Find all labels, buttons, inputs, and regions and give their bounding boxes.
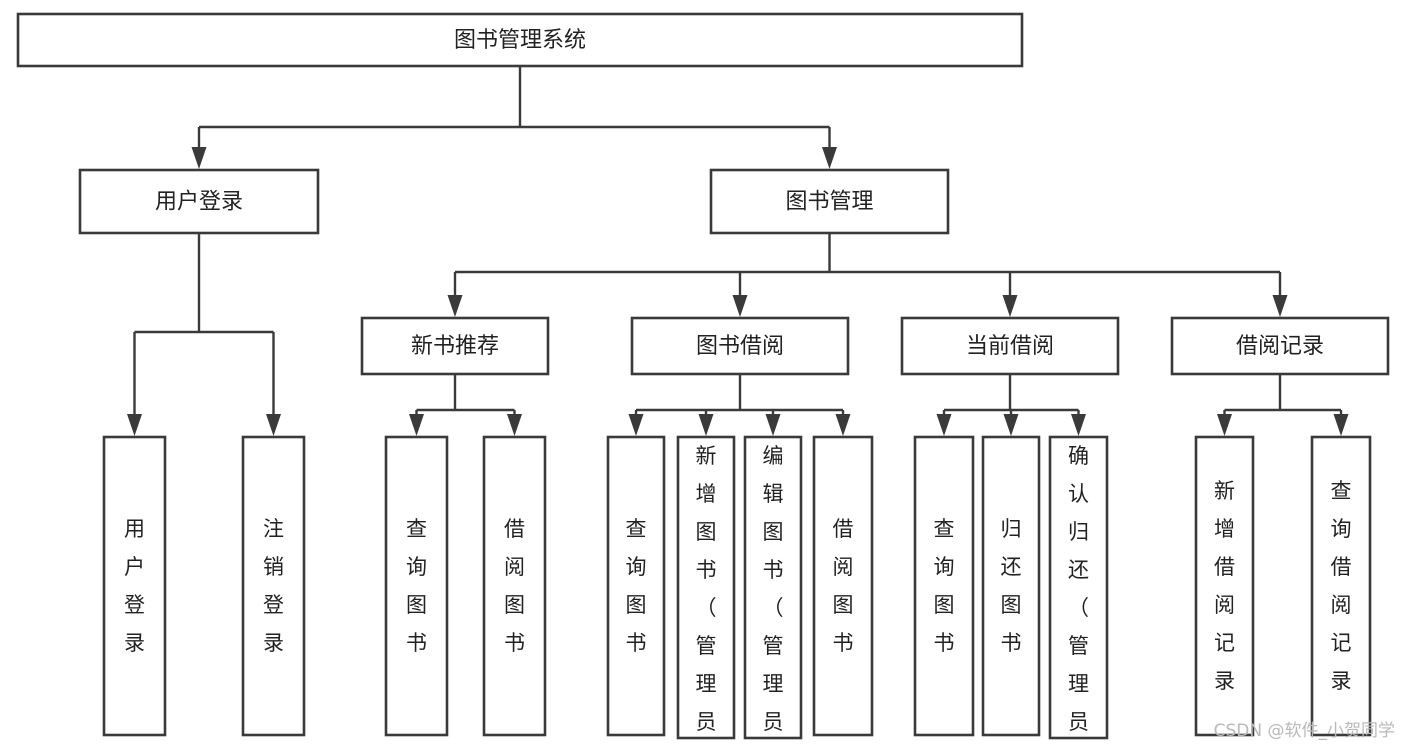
node-leaf-user-login[interactable]: 用户登录 [102,435,167,737]
node-label: 编辑图书（管理员） [763,444,784,747]
node-label: 图书借阅 [696,334,784,359]
arrow-head-icon [765,414,781,436]
arrow-head-icon [1071,414,1086,436]
node-label: 用户登录 [155,190,243,215]
node-box [812,435,874,737]
node-box [913,435,975,737]
node-leaf-confirm-return[interactable]: 确认归还（管理员） [1048,435,1109,747]
node-borrow-record[interactable]: 借阅记录 [1170,316,1390,376]
node-book-borrow[interactable]: 图书借阅 [630,316,850,376]
node-box [1194,435,1255,737]
node-label: 查询借阅记录 [1331,479,1352,693]
arrow-head-icon [1002,295,1018,317]
node-user-login[interactable]: 用户登录 [78,168,320,235]
node-leaf-query-record[interactable]: 查询借阅记录 [1310,435,1372,737]
node-box [102,435,167,737]
node-root[interactable]: 图书管理系统 [16,12,1024,68]
node-label: 借阅记录 [1236,334,1324,359]
node-label: 新书推荐 [411,334,499,359]
node-box [16,12,1024,68]
node-box [1048,435,1109,740]
node-label: 确认归还（管理员） [1068,444,1089,747]
node-label: 注销登录 [263,517,284,655]
node-label: 借阅图书 [504,517,525,655]
arrow-head-icon [1217,414,1232,436]
node-leaf-borrow-book-1[interactable]: 借阅图书 [482,435,547,737]
arrow-head-icon [1333,414,1349,436]
arrow-head-icon [1272,295,1288,317]
node-label: 图书管理系统 [454,28,586,53]
node-leaf-query-book-3[interactable]: 查询图书 [913,435,975,737]
node-label: 借阅图书 [833,517,854,655]
arrow-head-icon [1003,414,1019,436]
node-new-book-recommend[interactable]: 新书推荐 [360,316,550,376]
node-leaf-query-book-2[interactable]: 查询图书 [606,435,666,737]
csdn-watermark: CSDN @软件_小贺同学 [1213,721,1395,741]
node-leaf-query-book-1[interactable]: 查询图书 [384,435,449,737]
node-box [1310,435,1372,737]
node-box [981,435,1041,737]
node-label: 查询图书 [934,517,955,655]
node-label: 当前借阅 [966,334,1054,359]
arrow-head-icon [936,414,952,436]
node-leaf-return-book[interactable]: 归还图书 [981,435,1041,737]
arrow-head-icon [409,414,424,436]
node-box [482,435,547,737]
node-label: 新增借阅记录 [1214,479,1235,693]
arrow-head-icon [835,414,851,436]
node-box [630,316,850,376]
node-box [676,435,736,740]
node-label: 查询图书 [406,517,427,655]
node-box [360,316,550,376]
node-label: 用户登录 [124,517,145,655]
node-box [384,435,449,737]
arrow-head-icon [698,414,714,436]
arrow-head-icon [628,414,644,436]
arrow-head-icon [822,147,837,169]
arrow-head-icon [191,147,207,169]
node-box [709,168,950,235]
node-layer: 图书管理系统用户登录图书管理新书推荐图书借阅当前借阅借阅记录用户登录注销登录查询… [16,12,1390,747]
node-leaf-borrow-book-2[interactable]: 借阅图书 [812,435,874,737]
node-leaf-logout[interactable]: 注销登录 [241,435,306,737]
node-box [743,435,803,740]
node-box [900,316,1120,376]
connector-layer [127,66,1349,436]
node-box [78,168,320,235]
arrow-head-icon [266,414,281,436]
arrow-head-icon [732,295,748,317]
arrow-head-icon [447,295,463,317]
node-box [1170,316,1390,376]
node-current-borrow[interactable]: 当前借阅 [900,316,1120,376]
arrow-head-icon [127,414,142,436]
node-book-manage[interactable]: 图书管理 [709,168,950,235]
arrow-head-icon [507,414,522,436]
node-leaf-add-record[interactable]: 新增借阅记录 [1194,435,1255,737]
node-label: 图书管理 [785,190,873,215]
node-leaf-edit-book[interactable]: 编辑图书（管理员） [743,435,803,747]
node-label: 归还图书 [1001,517,1022,655]
node-box [606,435,666,737]
node-label: 查询图书 [626,517,647,655]
node-leaf-add-book[interactable]: 新增图书（管理员） [676,435,736,747]
node-label: 新增图书（管理员） [696,444,717,747]
node-box [241,435,306,737]
